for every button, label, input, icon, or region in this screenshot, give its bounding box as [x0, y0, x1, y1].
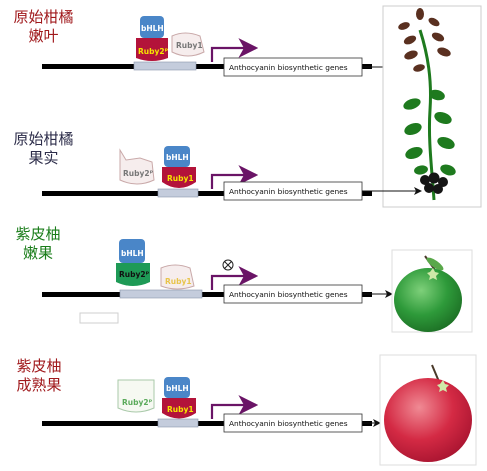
- transcription-arrow: [210, 38, 259, 62]
- fruit: [424, 183, 434, 193]
- promoter-box: [157, 188, 199, 198]
- fruit: [433, 184, 443, 194]
- mature-leaf: [437, 136, 455, 150]
- mature-leaf: [429, 89, 445, 101]
- mature-leaf: [404, 122, 422, 136]
- blocked-cross: [224, 261, 232, 269]
- ruby2-protein: [136, 38, 168, 61]
- mature-leaf: [414, 165, 428, 175]
- bhlh-protein: [164, 377, 190, 398]
- dark-fruits: [420, 172, 448, 194]
- mature-leaves: [403, 89, 456, 176]
- panel2-label: 原始柑橘 果实: [6, 130, 81, 168]
- panel1-label-line2: 嫩叶: [28, 27, 59, 45]
- ruby2-label: Ruby2ᴾ: [138, 47, 169, 56]
- dna-strand: [42, 64, 372, 69]
- young-leaf: [416, 8, 424, 20]
- panel3-label-line2: 嫩果: [22, 244, 53, 262]
- panel4-label-line1: 紫皮柚: [16, 357, 62, 375]
- fruit: [438, 177, 448, 187]
- transcription-arrow: [210, 266, 259, 290]
- gene-label: Anthocyanin biosynthetic genes: [229, 63, 348, 72]
- panel3-label-line1: 紫皮柚: [15, 225, 61, 243]
- panel1-construct: Anthocyanin biosynthetic genes bHLH Ruby…: [42, 16, 406, 77]
- gene-label: Anthocyanin biosynthetic genes: [229, 419, 348, 428]
- red-fruit-body: [384, 378, 472, 462]
- ruby1-protein: [162, 398, 196, 419]
- gene-label: Anthocyanin biosynthetic genes: [229, 187, 348, 196]
- panel2-label-line2: 果实: [28, 149, 59, 167]
- plant-image: [382, 5, 482, 208]
- young-leaf: [431, 32, 445, 42]
- panel4-label: 紫皮柚 成熟果: [8, 357, 70, 395]
- ruby1-protein: [160, 264, 195, 290]
- mature-leaf: [405, 146, 423, 160]
- fruit-calyx-icon: [427, 268, 439, 280]
- fruit-calyx-icon: [437, 380, 449, 392]
- bhlh-protein: [164, 146, 190, 167]
- ruby2-label: Ruby2ᴾ: [122, 398, 153, 407]
- green-fruit-body: [394, 268, 462, 332]
- ruby1-protein: [162, 167, 196, 188]
- bhlh-label: bHLH: [166, 153, 189, 162]
- mature-leaf: [440, 164, 456, 176]
- bhlh-protein: [119, 239, 145, 263]
- bhlh-protein: [140, 16, 164, 38]
- gene-label: Anthocyanin biosynthetic genes: [229, 290, 348, 299]
- panel2-construct: Anthocyanin biosynthetic genes Ruby2ᴾ bH…: [42, 146, 422, 201]
- green-pomelo: [391, 249, 473, 333]
- dna-strand: [42, 191, 372, 196]
- ruby1-label: Ruby1: [167, 405, 194, 414]
- promoter-box: [133, 61, 197, 71]
- ruby2-protein: [117, 379, 155, 413]
- panel2-label-line1: 原始柑橘: [13, 130, 74, 148]
- mature-leaf: [434, 111, 452, 125]
- fruit: [420, 175, 430, 185]
- ruby1-label: Ruby1: [165, 277, 192, 286]
- ruby1-protein: [171, 32, 205, 57]
- empty-box: [79, 312, 119, 324]
- ruby2-protein: [116, 263, 150, 286]
- fruit: [428, 172, 440, 184]
- bhlh-label: bHLH: [166, 384, 189, 393]
- young-leaf: [398, 22, 410, 30]
- dna-strand: [42, 292, 372, 297]
- ruby2-label: Ruby2ᴾ: [123, 169, 154, 178]
- ruby1-label: Ruby1: [176, 41, 203, 50]
- panel1-label: 原始柑橘 嫩叶: [6, 8, 81, 46]
- promoter-box: [119, 289, 203, 299]
- bhlh-label: bHLH: [141, 24, 164, 33]
- young-leaf: [437, 47, 451, 57]
- panel3-label: 紫皮柚 嫩果: [8, 225, 68, 263]
- young-leaf: [428, 17, 440, 27]
- fruit-leaf: [426, 257, 444, 271]
- panel4-construct: Anthocyanin biosynthetic genes Ruby2ᴾ bH…: [42, 377, 381, 433]
- panel1-label-line1: 原始柑橘: [13, 8, 74, 26]
- young-leaf: [404, 50, 418, 60]
- young-leaves: [398, 8, 451, 72]
- transcription-arrow: [210, 395, 259, 419]
- bhlh-label: bHLH: [121, 249, 144, 258]
- panel3-construct: Anthocyanin biosynthetic genes bHLH Ruby…: [42, 239, 393, 324]
- young-leaf: [403, 35, 417, 45]
- ruby2-label: Ruby2ᴾ: [119, 270, 150, 279]
- dna-strand: [42, 421, 372, 426]
- transcription-arrow: [210, 165, 259, 189]
- mature-leaf: [403, 98, 421, 110]
- promoter-box: [157, 418, 199, 428]
- young-leaf: [413, 64, 425, 72]
- red-pomelo: [379, 354, 477, 466]
- ruby2-protein: [119, 148, 155, 185]
- panel4-label-line2: 成熟果: [16, 376, 62, 394]
- ruby1-label: Ruby1: [167, 174, 194, 183]
